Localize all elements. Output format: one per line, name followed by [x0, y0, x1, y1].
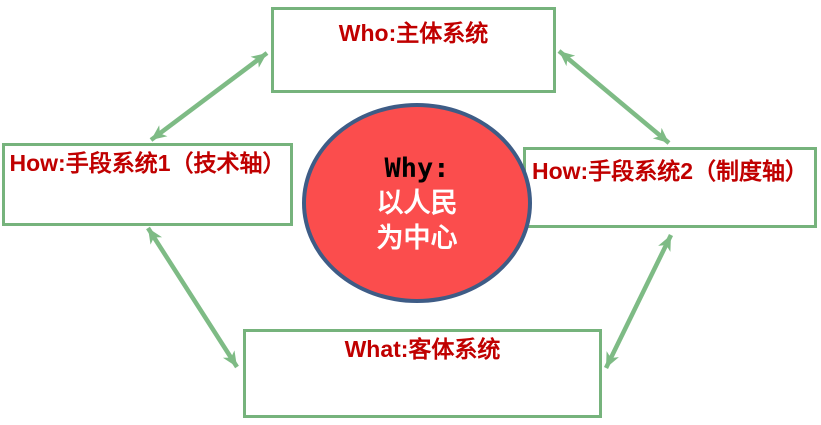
node-who: Who:主体系统 [271, 7, 556, 93]
node-how2-label: How:手段系统2（制度轴） [532, 158, 808, 184]
arrow-who-how1 [149, 51, 269, 142]
node-how1: How:手段系统1（技术轴） [2, 143, 293, 226]
node-how1-label: How:手段系统1（技术轴） [9, 150, 286, 176]
arrow-how2-what [603, 234, 674, 369]
node-why-ellipse: Why: 以人民 为中心 [302, 103, 532, 303]
node-why-line1: 以人民 [376, 187, 458, 218]
node-why-line2: 为中心 [376, 222, 458, 253]
arrow-how1-what [146, 226, 239, 369]
node-who-label: Who:主体系统 [338, 20, 489, 46]
node-how2: How:手段系统2（制度轴） [523, 147, 817, 228]
arrow-who-how2 [557, 49, 671, 145]
node-what-label: What:客体系统 [344, 336, 501, 362]
node-why-title: Why: [384, 152, 450, 184]
node-what: What:客体系统 [243, 329, 602, 418]
